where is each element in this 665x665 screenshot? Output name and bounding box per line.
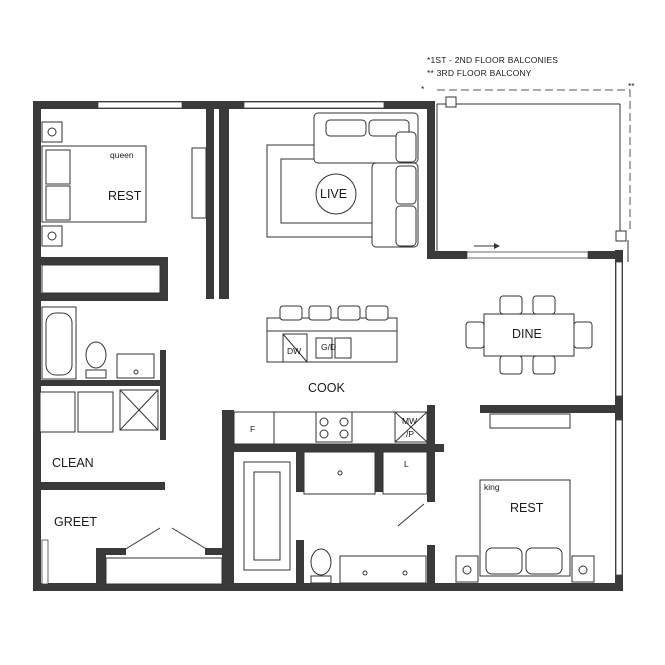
bed-size-king: king — [484, 482, 500, 492]
label-microwave-sub: /P — [406, 429, 414, 439]
entry-closet — [105, 527, 223, 585]
bath-1 — [41, 306, 155, 380]
label-dishwasher: DW — [287, 346, 301, 356]
balcony — [436, 89, 631, 262]
bedroom-1 — [41, 121, 207, 294]
living-area — [266, 112, 419, 248]
balcony-marker-double: ** — [628, 81, 635, 91]
bath-2 — [243, 451, 428, 584]
windows — [41, 101, 623, 585]
bed-size-queen: queen — [110, 150, 134, 160]
label-linen: L — [404, 459, 409, 469]
label-disposal: G/D — [321, 342, 336, 352]
balcony-marker-single: * — [421, 84, 425, 94]
room-label-greet: GREET — [54, 515, 97, 529]
room-label-rest-2: REST — [510, 501, 544, 515]
room-label-rest-1: REST — [108, 189, 142, 203]
room-label-dine: DINE — [512, 327, 542, 341]
label-microwave: MW — [402, 416, 417, 426]
kitchen-counter — [233, 411, 428, 445]
laundry — [39, 389, 159, 433]
room-label-live: LIVE — [320, 187, 347, 201]
room-label-clean: CLEAN — [52, 456, 94, 470]
room-label-cook: COOK — [308, 381, 345, 395]
bedroom-2 — [455, 413, 595, 583]
balcony-note-1: *1ST - 2ND FLOOR BALCONIES — [427, 55, 558, 65]
balcony-note-2: ** 3RD FLOOR BALCONY — [427, 68, 532, 78]
label-fridge: F — [250, 424, 255, 434]
dining-table — [465, 295, 593, 375]
kitchen-island — [266, 305, 398, 363]
